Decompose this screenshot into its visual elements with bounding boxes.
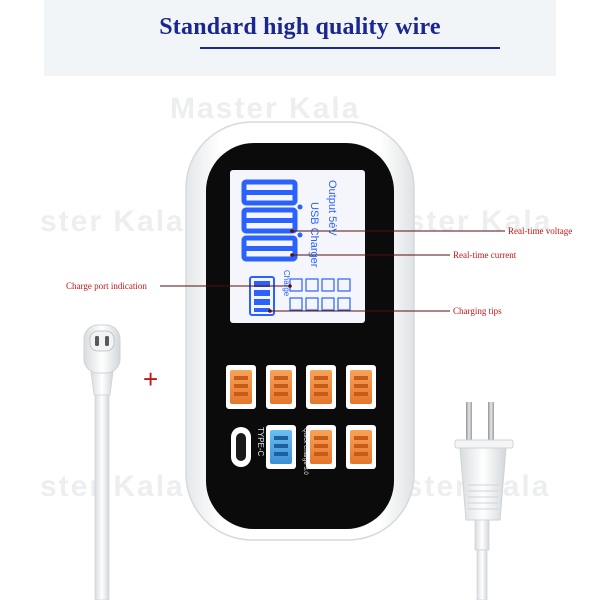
lcd-dots: [297, 204, 303, 238]
usb-port-1: [226, 365, 256, 409]
c7-cable: [83, 324, 121, 600]
usb-ports: [226, 365, 376, 469]
banner-underline: [200, 47, 500, 49]
lcd-screen: [230, 170, 365, 323]
label-charge-port-indication: Charge port indication: [66, 281, 147, 291]
qc-label: Quick Charge 3.0: [302, 428, 308, 475]
usb-port-2: [266, 365, 296, 409]
plus-sign: +: [143, 364, 159, 394]
usb-port-7: [346, 425, 376, 469]
us-plug: [454, 402, 514, 600]
label-realtime-voltage: Real-time voltage: [508, 226, 573, 236]
lcd-output: Output 5éV: [326, 180, 338, 236]
usb-port-qc: [266, 425, 296, 469]
banner-title: Standard high quality wire: [159, 14, 441, 40]
label-realtime-current: Real-time current: [453, 250, 517, 260]
battery-icon: [249, 276, 275, 316]
typec-port: [231, 427, 251, 467]
watermark-bottom: ster Kala: [40, 470, 185, 503]
lcd-usb-charger: USB Charger: [308, 202, 320, 268]
callout-dots: [268, 229, 294, 313]
lcd-charge-word: Charge: [282, 270, 291, 297]
callout-lines: [160, 230, 505, 312]
title-banner: Standard high quality wire: [44, 0, 556, 76]
usb-port-4: [346, 365, 376, 409]
lcd-digits: [241, 179, 298, 262]
watermark-top: Master Kala: [170, 92, 361, 125]
usb-port-3: [306, 365, 336, 409]
typec-label: TYPE-C: [256, 427, 265, 457]
label-charging-tips: Charging tips: [453, 306, 502, 316]
usb-port-6: [306, 425, 336, 469]
watermark-left: ster Kala: [40, 205, 185, 238]
